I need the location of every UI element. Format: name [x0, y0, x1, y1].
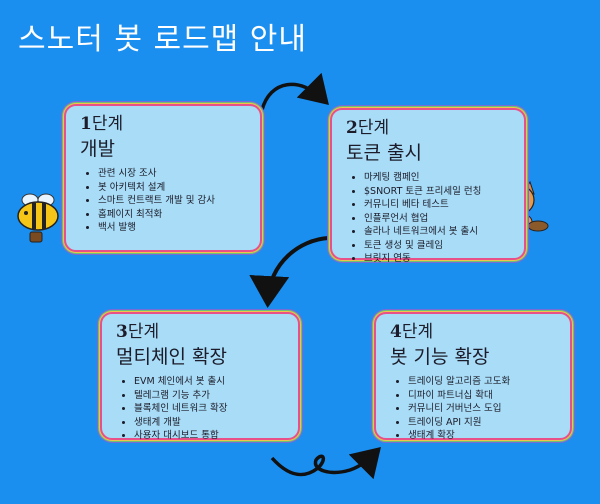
stage-number: 1	[80, 114, 92, 134]
stage-label: 단계	[357, 118, 390, 138]
list-item: 마케팅 캠페인	[364, 171, 514, 185]
stage-label: 단계	[127, 322, 160, 342]
curved-arrow-icon	[270, 447, 381, 480]
list-item: 커뮤니티 거버넌스 도입	[408, 402, 560, 416]
list-item: 블록체인 네트워크 확장	[134, 402, 288, 416]
list-item: 스마트 컨트랙트 개발 및 감사	[98, 194, 250, 208]
list-item: 인플루언서 협업	[364, 212, 514, 226]
stage-card-2: 2단계 토큰 출시 마케팅 캠페인 $SNORT 토큰 프리세일 런칭 커뮤니티…	[330, 108, 526, 264]
list-item: 백서 발행	[98, 221, 250, 235]
list-item: 브릿지 연동	[364, 252, 514, 266]
stage-item-list: 마케팅 캠페인 $SNORT 토큰 프리세일 런칭 커뮤니티 베타 테스트 인플…	[346, 171, 514, 266]
stage-label: 단계	[401, 322, 434, 342]
stage-number: 4	[390, 322, 402, 342]
list-item: 트레이딩 API 지원	[408, 416, 560, 430]
stage-number: 3	[116, 322, 128, 342]
list-item: 디파이 파트너십 확대	[408, 389, 560, 403]
list-item: 봇 아키텍처 설계	[98, 181, 250, 195]
curved-arrow-icon	[249, 236, 329, 308]
stage-item-list: 관련 시장 조사 봇 아키텍처 설계 스마트 컨트랙트 개발 및 감사 홈페이지…	[80, 167, 250, 235]
stage-label: 단계	[91, 114, 124, 134]
stage-card-4: 4단계 봇 기능 확장 트레이딩 알고리즘 고도화 디파이 파트너십 확대 커뮤…	[374, 312, 572, 443]
list-item: 생태계 개발	[134, 416, 288, 430]
stage-item-list: 트레이딩 알고리즘 고도화 디파이 파트너십 확대 커뮤니티 거버넌스 도입 트…	[390, 375, 560, 443]
page-title: 스노터 봇 로드맵 안내	[18, 22, 308, 57]
list-item: 토큰 생성 및 클레임	[364, 239, 514, 253]
list-item: 트레이딩 알고리즘 고도화	[408, 375, 560, 389]
stage-card-1: 1단계 개발 관련 시장 조사 봇 아키텍처 설계 스마트 컨트랙트 개발 및 …	[64, 104, 262, 252]
list-item: 커뮤니티 베타 테스트	[364, 198, 514, 212]
stage-item-list: EVM 체인에서 봇 출시 텔레그램 기능 추가 블록체인 네트워크 확장 생태…	[116, 375, 288, 443]
stage-title: 토큰 출시	[346, 142, 422, 164]
list-item: 사용자 대시보드 통합	[134, 429, 288, 443]
stage-number: 2	[346, 118, 358, 138]
stage-title: 개발	[80, 138, 115, 160]
stage-card-3: 3단계 멀티체인 확장 EVM 체인에서 봇 출시 텔레그램 기능 추가 블록체…	[100, 312, 300, 443]
list-item: 솔라나 네트워크에서 봇 출시	[364, 225, 514, 239]
bee-mascot-icon	[17, 193, 59, 243]
list-item: $SNORT 토큰 프리세일 런칭	[364, 185, 514, 199]
stage-title: 멀티체인 확장	[116, 346, 227, 368]
list-item: 텔레그램 기능 추가	[134, 389, 288, 403]
list-item: 생태계 확장	[408, 429, 560, 443]
list-item: 홈페이지 최적화	[98, 208, 250, 222]
stage-title: 봇 기능 확장	[390, 346, 490, 368]
list-item: EVM 체인에서 봇 출시	[134, 375, 288, 389]
list-item: 관련 시장 조사	[98, 167, 250, 181]
curved-arrow-icon	[260, 72, 329, 111]
